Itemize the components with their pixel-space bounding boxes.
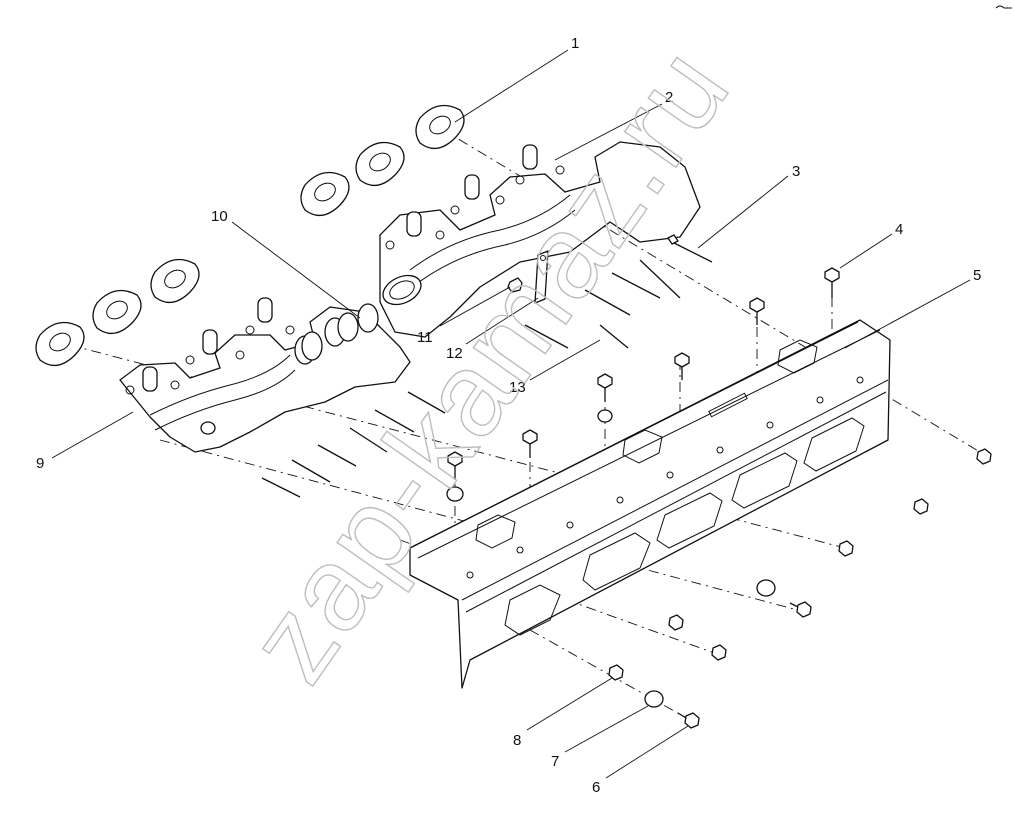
callout-12: 12 <box>446 345 463 362</box>
callout-13: 13 <box>509 379 526 396</box>
bolt <box>407 391 446 414</box>
callout-7: 7 <box>551 753 559 770</box>
callout-6: 6 <box>592 779 600 796</box>
callout-1: 1 <box>571 35 579 52</box>
callout-11: 11 <box>417 329 433 346</box>
bolt-flanged <box>824 267 840 298</box>
bolt-side <box>677 712 700 729</box>
bolt-side <box>711 644 727 661</box>
bolt-flanged <box>597 373 613 423</box>
bolt <box>374 409 415 433</box>
bolt-side <box>838 540 854 557</box>
bolt-flanged <box>446 451 464 502</box>
bolt-side <box>789 601 812 618</box>
gasket <box>92 289 142 335</box>
bolt-side <box>976 448 992 465</box>
callout-2: 2 <box>665 89 673 106</box>
bracket <box>534 250 549 304</box>
callout-10: 10 <box>211 208 228 225</box>
gasket <box>35 321 85 367</box>
bolt <box>317 444 357 467</box>
spacer <box>644 690 664 708</box>
callout-4: 4 <box>895 221 903 238</box>
bolt <box>611 272 661 299</box>
bolt <box>291 459 331 483</box>
leader-lines <box>51 49 971 779</box>
bolt <box>599 324 629 349</box>
callout-8: 8 <box>513 732 521 749</box>
exhaust-manifold-front <box>379 141 701 338</box>
shield-fasteners <box>446 267 992 729</box>
bolt <box>667 234 713 263</box>
bolt-flanged <box>749 297 765 325</box>
spacer <box>756 579 776 597</box>
bolt <box>639 259 681 299</box>
callout-3: 3 <box>792 163 800 180</box>
callout-5: 5 <box>973 267 981 284</box>
gasket <box>355 141 405 187</box>
gasket <box>415 104 465 150</box>
scroll-icon <box>995 5 1012 9</box>
bolt-side <box>608 664 624 681</box>
manifold-bolts <box>261 234 713 498</box>
nut <box>507 277 523 293</box>
callout-9: 9 <box>36 455 44 472</box>
gaskets <box>35 104 465 367</box>
seal-rings <box>324 303 379 347</box>
bolt-side <box>668 614 684 631</box>
gasket <box>300 171 350 217</box>
bolt <box>584 289 631 316</box>
bolt <box>349 427 388 453</box>
bolt <box>261 477 301 498</box>
bolt <box>524 324 569 349</box>
bolt-flanged <box>522 429 538 458</box>
bolt-flanged <box>674 352 690 380</box>
gasket <box>150 258 200 304</box>
bolt-side <box>913 498 929 515</box>
callout-numbers: 1 2 3 4 5 6 7 8 9 10 11 12 13 <box>36 35 981 796</box>
heat-shield <box>409 319 891 689</box>
